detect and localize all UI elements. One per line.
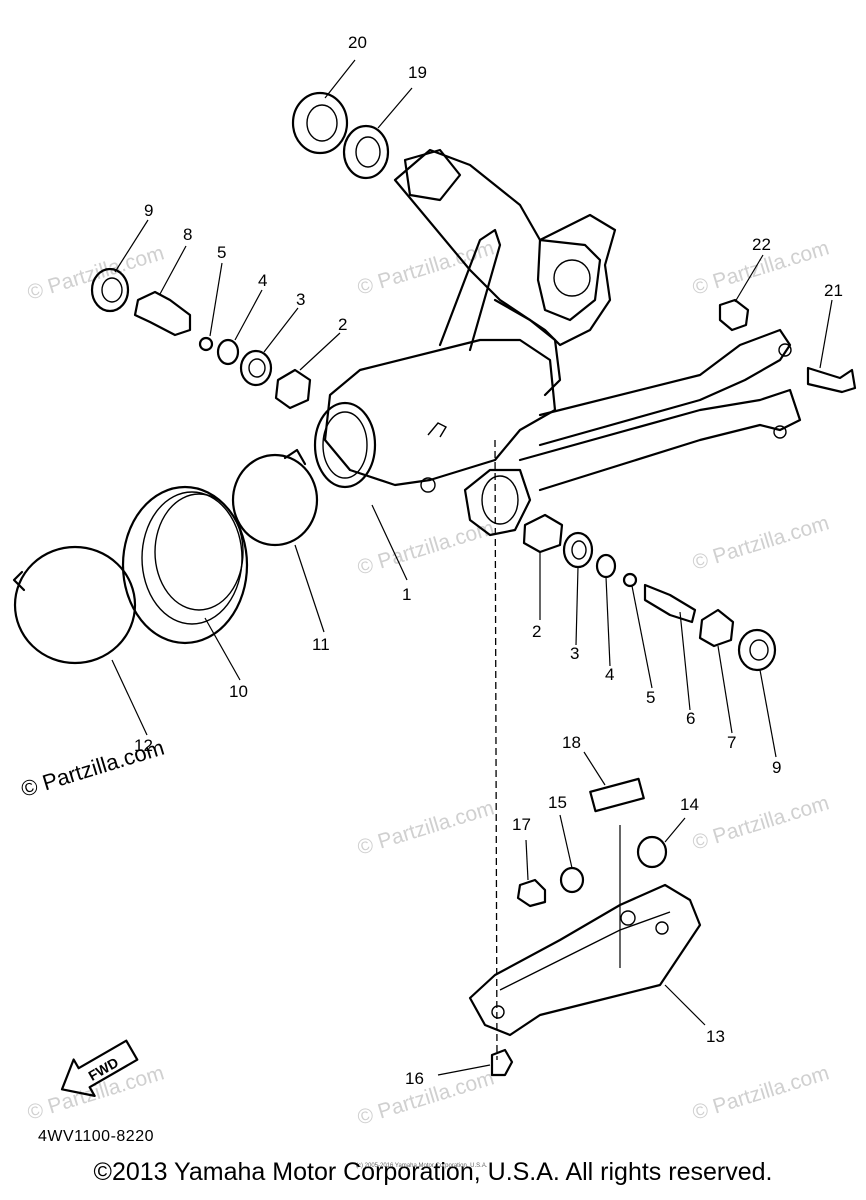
callout-10: 10 — [229, 682, 248, 701]
callout-6: 6 — [686, 709, 695, 728]
copyright-notice: ©2013 Yamaha Motor Corporation, U.S.A. A… — [93, 1158, 773, 1186]
callout-2b: 2 — [532, 622, 541, 641]
skid-plate-assembly — [468, 777, 702, 1077]
callout-16: 16 — [405, 1069, 424, 1088]
swingarm-part — [313, 148, 802, 537]
callout-11: 11 — [312, 635, 330, 654]
callout-21: 21 — [824, 281, 843, 300]
watermark: © Partzilla.com — [690, 791, 832, 854]
callout-22: 22 — [752, 235, 771, 254]
watermark: © Partzilla.com — [690, 511, 832, 574]
callout-7: 7 — [727, 733, 736, 752]
callout-labels: 20 19 9 8 5 4 3 2 22 21 1 2 3 4 5 6 7 9 … — [134, 33, 843, 1088]
watermark-layer: © Partzilla.com © Partzilla.com © Partzi… — [25, 236, 832, 1129]
callout-18: 18 — [562, 733, 581, 752]
watermark: © Partzilla.com — [355, 236, 497, 299]
leader-lines — [111, 59, 833, 1076]
callout-4b: 4 — [605, 665, 614, 684]
callout-12: 12 — [134, 736, 153, 755]
callout-5b: 5 — [646, 688, 655, 707]
watermark: © Partzilla.com — [355, 1066, 497, 1129]
callout-15: 15 — [548, 793, 567, 812]
callout-13: 13 — [706, 1027, 725, 1046]
assembly-line — [494, 439, 498, 1061]
callout-14: 14 — [680, 795, 699, 814]
callout-20: 20 — [348, 33, 367, 52]
callout-1: 1 — [402, 585, 411, 604]
callout-3b: 3 — [570, 644, 579, 663]
bearing-19-20 — [291, 91, 390, 180]
bolts-21-22 — [718, 298, 857, 394]
left-pivot-parts — [90, 267, 312, 410]
boot-and-clamps — [12, 448, 319, 665]
callout-19: 19 — [408, 63, 427, 82]
callout-9b: 9 — [772, 758, 781, 777]
diagram-code: 4WV1100-8220 — [38, 1128, 154, 1145]
callout-8: 8 — [183, 225, 192, 244]
watermark: © Partzilla.com — [690, 1061, 832, 1124]
callout-2: 2 — [338, 315, 347, 334]
watermark: © Partzilla.com — [355, 796, 497, 859]
watermark: © Partzilla.com — [355, 516, 497, 579]
callout-9: 9 — [144, 201, 153, 220]
callout-5: 5 — [217, 243, 226, 262]
callout-17: 17 — [512, 815, 531, 834]
callout-3: 3 — [296, 290, 305, 309]
callout-4: 4 — [258, 271, 267, 290]
small-print: (c) 2005-2016 Yamaha Motor Corporation, … — [356, 1163, 488, 1169]
